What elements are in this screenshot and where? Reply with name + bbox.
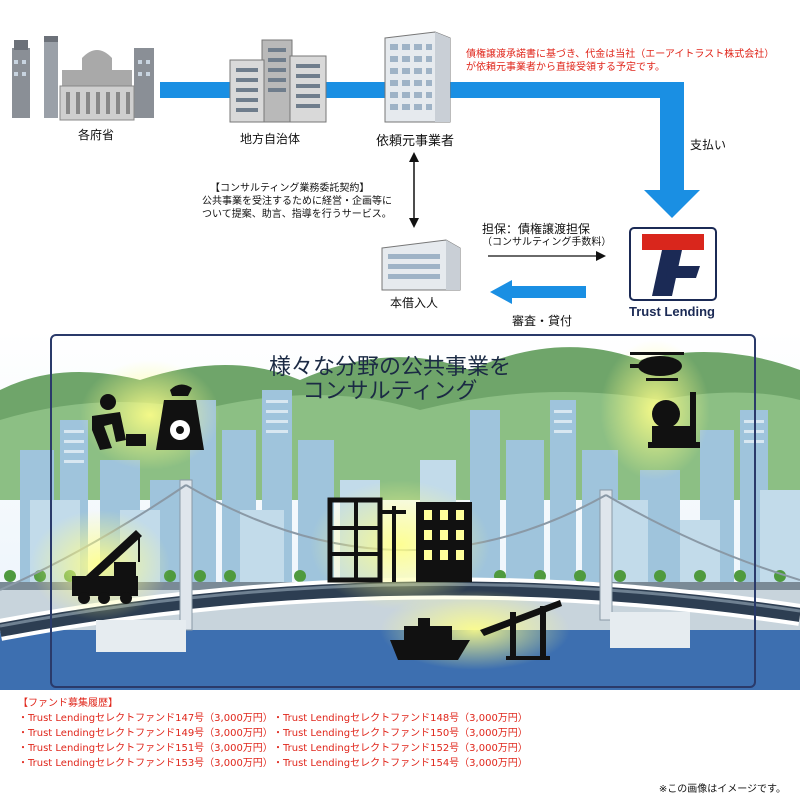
fund-item: ・Trust Lendingセレクトファンド147号（3,000万円） [18,713,273,724]
notice-line-1: 債権譲渡承諾書に基づき、代金は当社（エーアイトラスト株式会社） [466,49,775,60]
fund-item: ・Trust Lendingセレクトファンド149号（3,000万円） [18,728,273,739]
review-loan-arrow [490,280,586,304]
city-scene [0,330,800,690]
review-loan-label: 審査・貸付 [512,314,573,328]
notice-text: 債権譲渡承諾書に基づき、代金は当社（エーアイトラスト株式会社） が依頼元事業者か… [466,48,774,74]
scene-frame [50,334,756,688]
borrower-label: 本借入人 [390,296,439,310]
collateral-text: 担保：債権譲渡担保 （コンサルティング手数料） [482,222,611,250]
office-building-icon [384,31,451,123]
contract-title: 【コンサルティング業務委託契約】 [210,183,370,194]
fund-item: ・Trust Lendingセレクトファンド152号（3,000万円） [273,743,528,754]
crane-truck-icon [72,530,142,604]
fund-history: 【ファンド募集履歴】 ・Trust Lendingセレクトファンド147号（3,… [18,696,578,771]
government-building-icon [12,36,154,121]
notice-line-2: が依頼元事業者から直接受領する予定です。 [466,62,665,73]
collateral-arrow [488,251,606,261]
power-plant-icon [156,384,204,450]
collateral-sub-label: （コンサルティング手数料） [482,237,612,248]
city-scene-illustration [0,330,800,690]
ministries-label: 各府省 [78,128,115,142]
flow-diagram [12,31,717,304]
local-gov-label: 地方自治体 [240,132,301,146]
construction-worker-icon [92,394,146,450]
contract-box: 【コンサルティング業務委託契約】 公共事業を受注するために経営・企画等に ついて… [202,182,392,221]
scene-headline-1: 様々な分野の公共事業を [268,355,511,380]
port-crane-icon [480,600,562,660]
image-note: ※この画像はイメージです。 [658,784,786,795]
contract-double-arrow [409,152,419,228]
client-label: 依頼元事業者 [376,134,455,149]
fund-item: ・Trust Lendingセレクトファンド150号（3,000万円） [273,728,528,739]
ship-icon [390,618,470,660]
helicopter-icon [630,352,684,381]
payment-arrow [640,82,700,218]
factory-icon [648,392,700,448]
trust-lending-wordmark: Trust Lending [629,304,715,319]
fund-item: ・Trust Lendingセレクトファンド151号（3,000万円） [18,743,273,754]
contract-line-1: 公共事業を受注するために経営・企画等に [202,196,392,207]
borrower-building-icon [381,239,461,291]
collateral-label: 担保：債権譲渡担保 [482,222,591,236]
fund-history-title: 【ファンド募集履歴】 [18,698,118,709]
building-construction-icon [327,497,472,583]
trust-lending-logo [629,227,717,301]
fund-item: ・Trust Lendingセレクトファンド148号（3,000万円） [273,713,528,724]
fund-item: ・Trust Lendingセレクトファンド153号（3,000万円） [18,758,273,769]
fund-item: ・Trust Lendingセレクトファンド154号（3,000万円） [273,758,528,769]
payment-label: 支払い [690,138,727,152]
scene-headline-2: コンサルティング [302,379,478,404]
contract-line-2: ついて提案、助言、指導を行うサービス。 [202,209,392,220]
city-hall-icon [229,39,327,123]
